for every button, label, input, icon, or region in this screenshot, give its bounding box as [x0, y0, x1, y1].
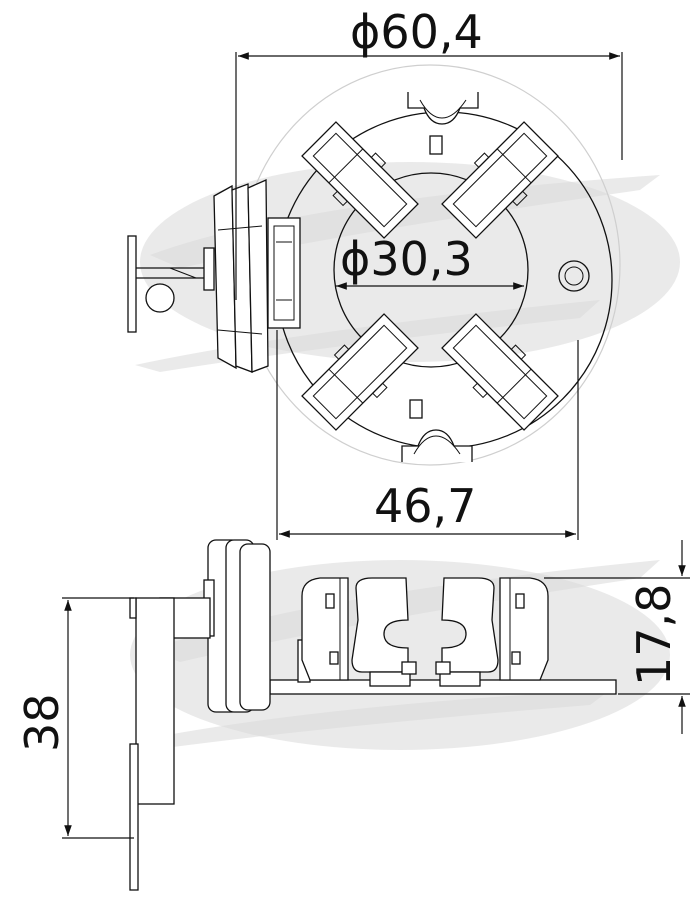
dimension-outer-diameter: ϕ60,4 — [235, 5, 623, 300]
side-brush-holder-right — [441, 577, 549, 681]
inner-bore-circle — [333, 172, 529, 368]
side-brush-holder-left — [301, 577, 409, 681]
side-view — [129, 539, 617, 891]
mounting-hole-inner — [564, 266, 584, 286]
width-label: 46,7 — [374, 479, 476, 533]
terminal-assembly — [127, 179, 301, 373]
dimension-width: 46,7 — [276, 330, 579, 540]
top-clip — [407, 92, 479, 125]
height-left-label: 38 — [15, 693, 69, 752]
mounting-hole-outer — [558, 260, 590, 292]
height-right-label: 17,8 — [627, 584, 681, 686]
inner-diameter-label: ϕ30,3 — [340, 232, 473, 286]
bottom-clip — [401, 429, 473, 462]
brush-holder-top-left — [301, 121, 419, 239]
brush-holder-bottom-left — [301, 313, 419, 431]
dimension-height-right: 17,8 — [544, 540, 690, 734]
top-view — [127, 92, 613, 462]
outer-diameter-label: ϕ60,4 — [350, 5, 483, 59]
dimension-inner-diameter: ϕ30,3 — [336, 232, 524, 290]
brush-holder-top-right — [441, 121, 559, 239]
dimension-height-left: 38 — [15, 597, 134, 839]
brush-holder-bottom-right — [441, 313, 559, 431]
